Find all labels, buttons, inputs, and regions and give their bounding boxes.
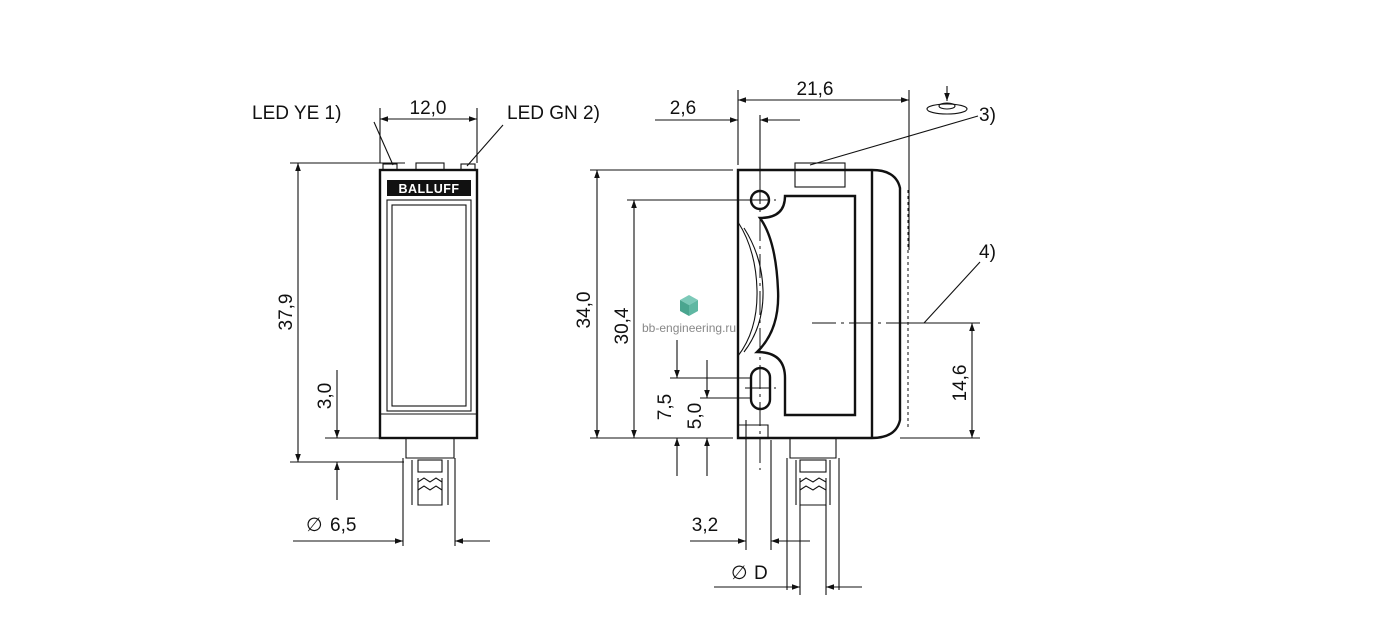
dim-slot-length: 5,0 — [685, 403, 706, 429]
front-housing — [378, 168, 479, 440]
top-button — [415, 162, 445, 171]
dim-connector-offset: 3,0 — [315, 383, 336, 409]
dim-width-front: 12,0 — [410, 98, 447, 119]
diameter-symbol-side: ∅ — [731, 563, 748, 584]
watermark-text: bb-engineering.ru — [642, 321, 736, 335]
dim-cable-diameter: 6,5 — [330, 515, 356, 536]
dim-lens-axis: 14,6 — [950, 365, 971, 402]
dim-slot-bottom: 7,5 — [655, 394, 676, 420]
side-connector — [789, 438, 837, 459]
push-button-symbol — [926, 103, 968, 115]
diameter-symbol-front: ∅ — [306, 515, 323, 536]
dim-height-front: 37,9 — [276, 294, 297, 331]
side-housing — [736, 168, 902, 440]
led-gn-label: LED GN 2) — [507, 103, 600, 124]
side-view — [590, 86, 981, 595]
led-ye-label: LED YE 1) — [252, 103, 341, 124]
led-gn-window — [460, 163, 476, 171]
dim-diameter-d: D — [754, 563, 768, 584]
lens-window — [391, 204, 467, 407]
dim-hole-offset: 2,6 — [670, 98, 696, 119]
brand-plate — [387, 180, 471, 196]
dim-hole-spacing: 30,4 — [612, 307, 633, 344]
led-ye-window — [382, 163, 398, 171]
brand-logo: BALLUFF — [398, 182, 459, 196]
front-view: BALLUFF — [290, 108, 504, 546]
front-connector — [405, 438, 455, 459]
note-3-label: 3) — [979, 105, 996, 126]
lens-frame — [386, 199, 472, 412]
watermark-logo — [680, 295, 698, 316]
dim-connector-pos: 3,2 — [692, 515, 718, 536]
dim-height-side: 34,0 — [574, 292, 595, 329]
lens-profile — [754, 194, 857, 417]
note-4-label: 4) — [979, 242, 996, 263]
dim-depth: 21,6 — [797, 79, 834, 100]
